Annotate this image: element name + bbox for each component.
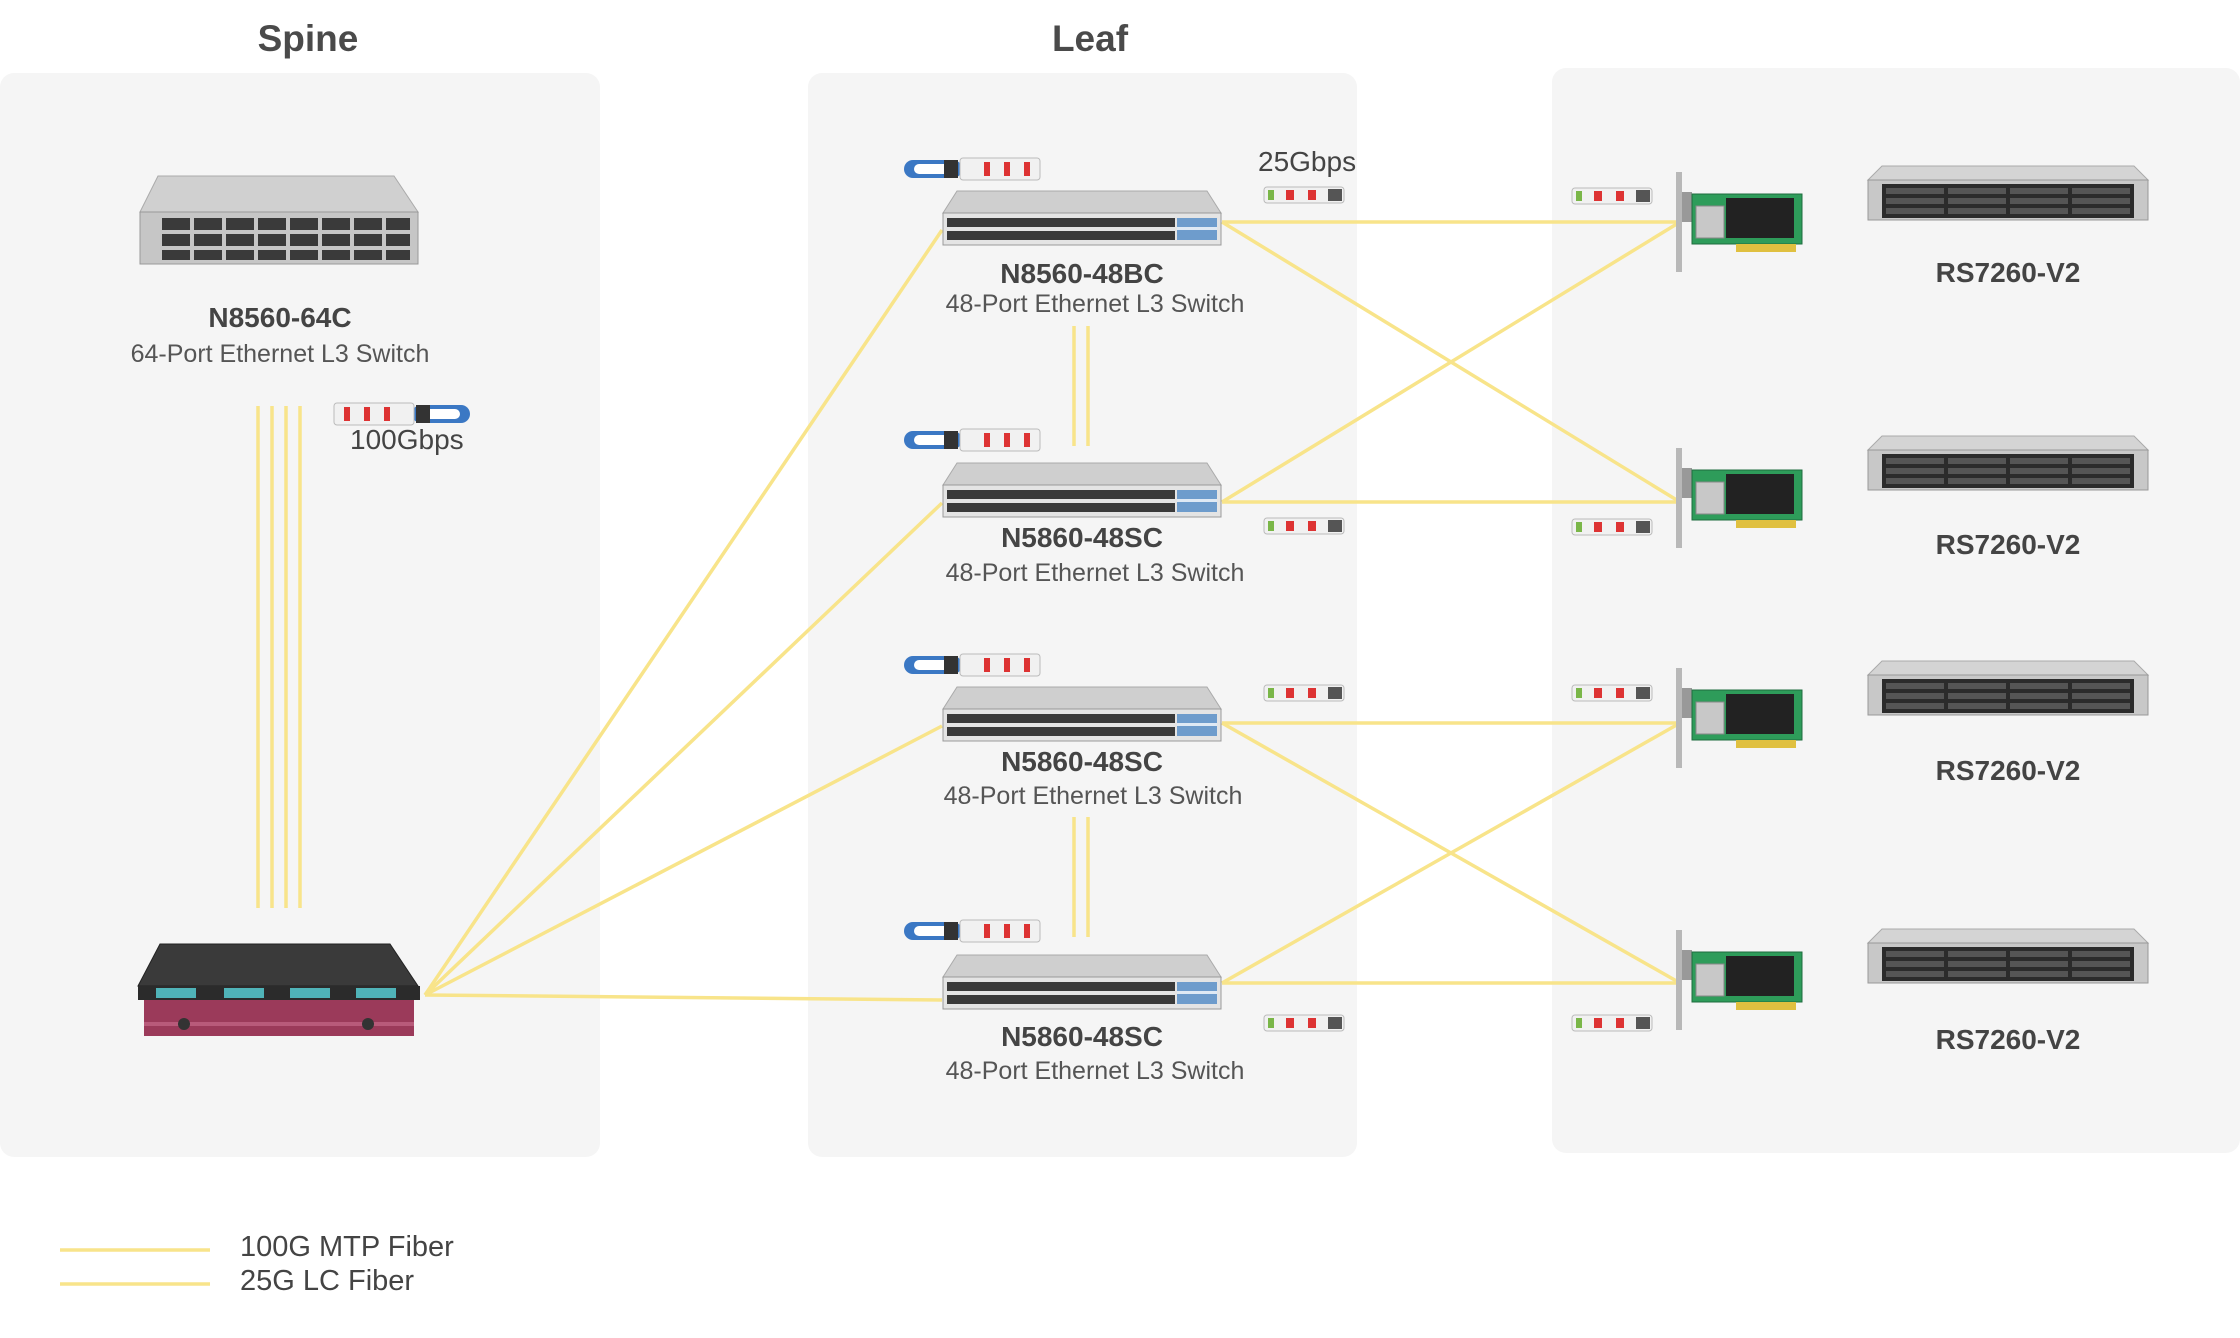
leaf-switch-2-name: N5860-48SC	[1001, 522, 1163, 553]
spine-uplink-speed: 100Gbps	[350, 424, 464, 455]
server-2-image	[1867, 435, 2149, 491]
nic-card-2-image	[1675, 447, 1803, 549]
leaf-downlink-speed: 25Gbps	[1258, 146, 1357, 177]
spine-switch-image	[139, 175, 419, 265]
legend-mtp-label: 100G MTP Fiber	[240, 1231, 454, 1263]
fiber-links	[256, 220, 1681, 1002]
server-4-name: RS7260-V2	[1935, 1024, 2081, 1055]
mtp-patch-panel-image	[137, 943, 420, 1036]
leaf1-qsfp-transceiver	[903, 157, 1041, 181]
leaf-switch-2-desc: 48-Port Ethernet L3 Switch	[945, 559, 1245, 587]
server-1-image	[1867, 165, 2149, 221]
leaf-switch-4-desc: 48-Port Ethernet L3 Switch	[945, 1057, 1245, 1085]
leaf-switch-4-image	[942, 954, 1222, 1010]
leaf2-uplink-fiber	[423, 501, 944, 997]
leaf1-uplink-fiber	[423, 229, 944, 996]
nic-card-1-image	[1675, 171, 1803, 273]
server-3-name: RS7260-V2	[1935, 755, 2081, 786]
leaf-column-title: Leaf	[1051, 18, 1129, 59]
leaf-switch-1-name: N8560-48BC	[1000, 258, 1164, 289]
nic2-sfp-transceiver	[1571, 518, 1653, 536]
leaf4-uplink-fiber	[424, 993, 943, 1002]
server-2-name: RS7260-V2	[1935, 529, 2081, 560]
leaf-switch-3-name: N5860-48SC	[1001, 746, 1163, 777]
nic4-sfp-transceiver	[1571, 1014, 1653, 1032]
legend-lc-label: 25G LC Fiber	[240, 1265, 415, 1297]
leaf3-uplink-fiber	[424, 724, 943, 997]
spine-qsfp-transceiver	[333, 402, 471, 426]
leaf-switch-1-desc: 48-Port Ethernet L3 Switch	[945, 290, 1245, 318]
server-3-image	[1867, 660, 2149, 716]
leaf4-nic3-fiber	[1221, 721, 1681, 985]
leaf2-qsfp-transceiver	[903, 428, 1041, 452]
leaf-switch-1-image	[942, 190, 1222, 246]
spine-switch-name: N8560-64C	[208, 302, 352, 333]
leaf2-nic1-fiber	[1221, 220, 1681, 504]
nic3-sfp-transceiver	[1571, 684, 1653, 702]
leaf-switch-3-image	[942, 686, 1222, 742]
leaf3-sfp-transceiver	[1263, 684, 1345, 702]
leaf4-sfp-transceiver	[1263, 1014, 1345, 1032]
nic1-sfp-transceiver	[1571, 187, 1653, 205]
nic-card-4-image	[1675, 929, 1803, 1031]
leaf-switch-4-name: N5860-48SC	[1001, 1021, 1163, 1052]
spine-switch-desc: 64-Port Ethernet L3 Switch	[130, 340, 430, 368]
spine-column-title: Spine	[257, 18, 359, 59]
leaf1-sfp-transceiver	[1263, 186, 1345, 204]
leaf-switch-2-image	[942, 462, 1222, 518]
leaf-switch-3-desc: 48-Port Ethernet L3 Switch	[943, 782, 1243, 810]
server-4-image	[1867, 928, 2149, 984]
server-1-name: RS7260-V2	[1935, 257, 2081, 288]
leaf4-qsfp-transceiver	[903, 919, 1041, 943]
nic-card-3-image	[1675, 667, 1803, 769]
leaf2-sfp-transceiver	[1263, 517, 1345, 535]
leaf3-qsfp-transceiver	[903, 653, 1041, 677]
